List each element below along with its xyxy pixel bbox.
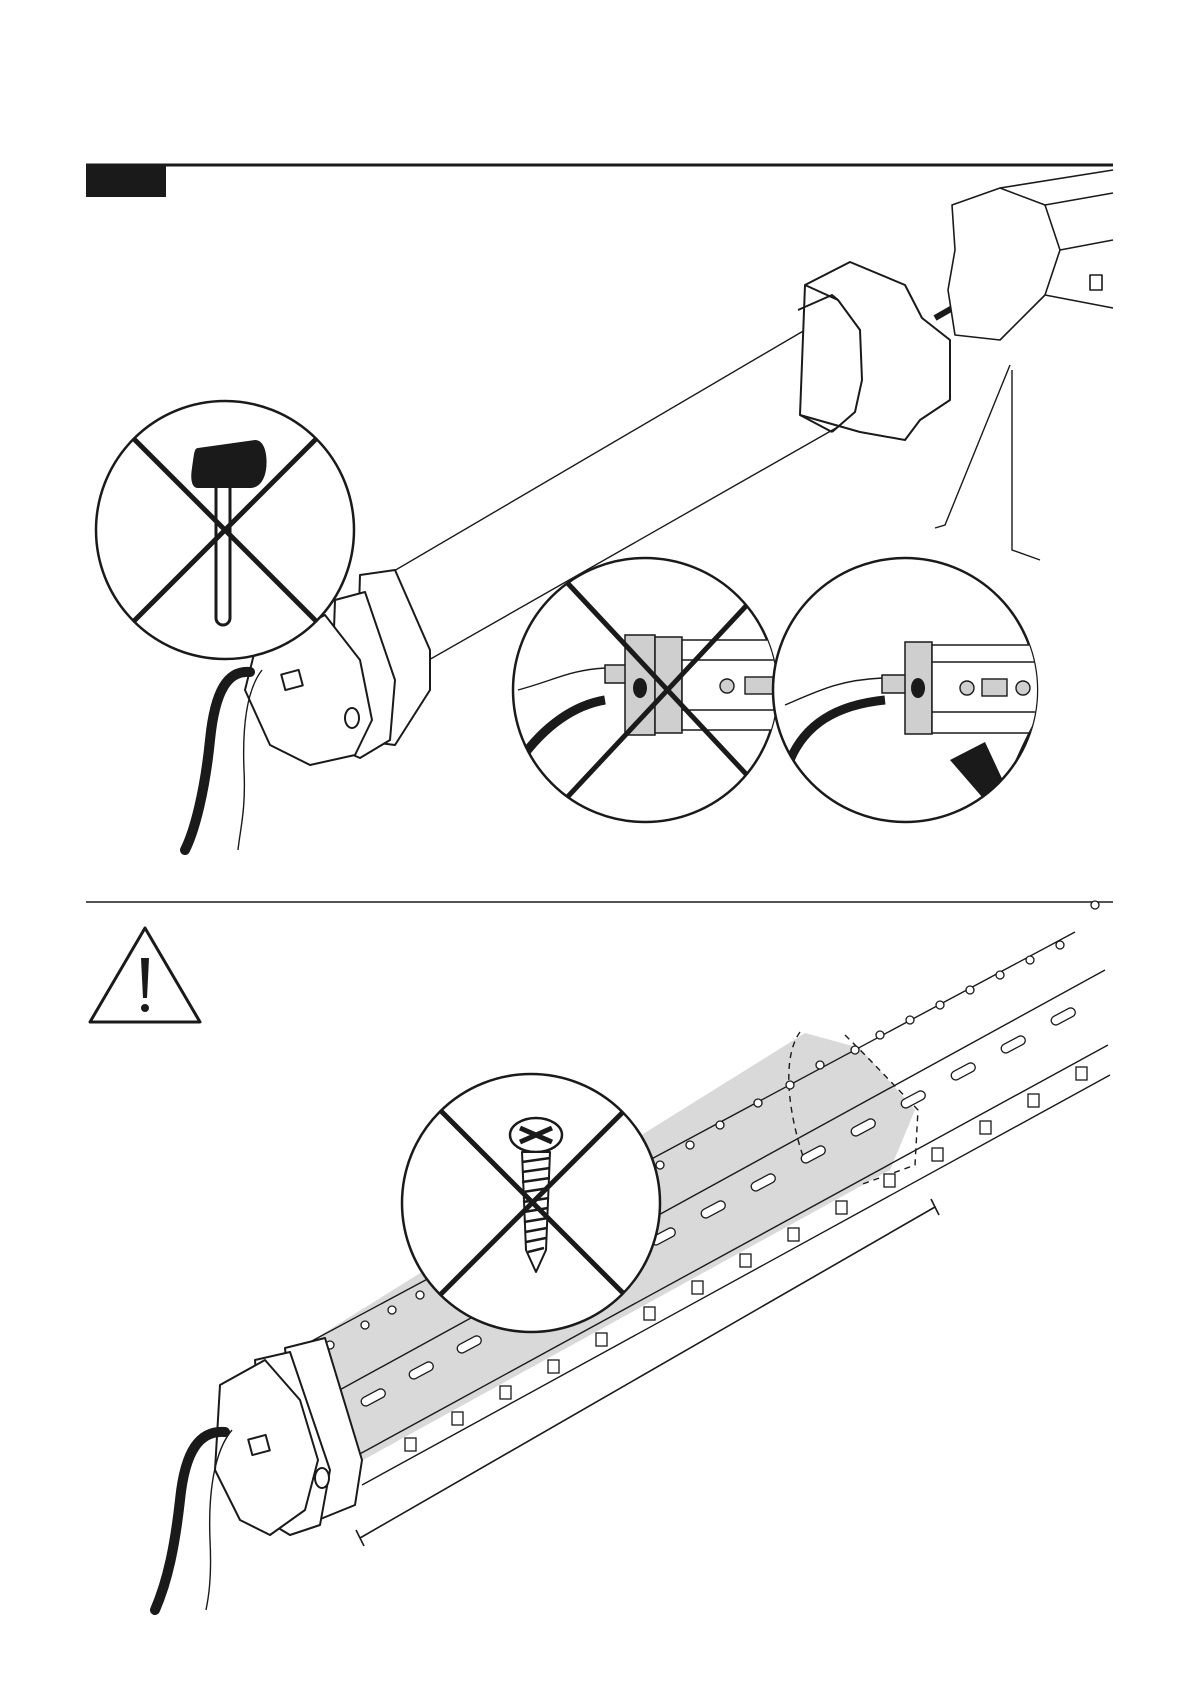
wrong-cable-detail-circle [513,558,792,822]
warning-triangle-icon [90,928,200,1022]
no-hammer-circle [96,401,354,659]
octagonal-tube-end [948,170,1113,340]
step-badge [86,165,166,197]
crown-adapter [798,262,950,440]
correct-cable-detail-circle [773,558,1095,822]
no-screw-circle [402,1074,660,1332]
section-2-motor-zone [86,901,1113,1610]
section-1-insert-motor [86,165,1113,850]
